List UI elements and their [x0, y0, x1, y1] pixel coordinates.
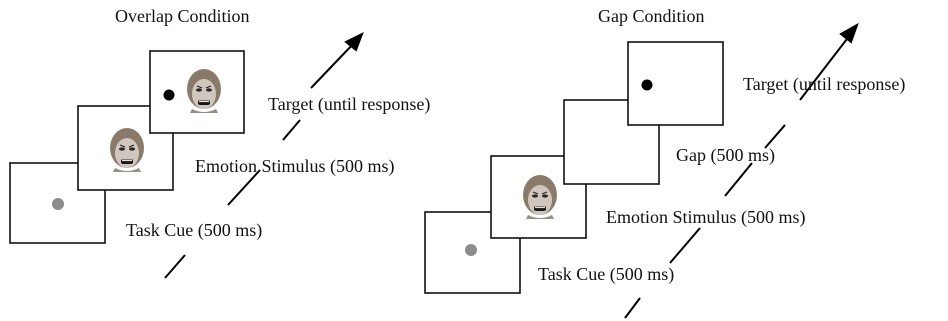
target-dot [163, 89, 175, 101]
overlap-label-task-cue: Task Cue (500 ms) [126, 220, 262, 241]
overlap-label-target: Target (until response) [268, 94, 430, 115]
gap-label-target: Target (until response) [743, 74, 905, 95]
task-cue-dot [52, 198, 64, 210]
gap-label-gap: Gap (500 ms) [676, 145, 775, 166]
overlap-title: Overlap Condition [115, 6, 249, 26]
gap-label-emotion: Emotion Stimulus (500 ms) [606, 207, 806, 228]
task-cue-dot [465, 244, 477, 256]
overlap-label-emotion: Emotion Stimulus (500 ms) [195, 156, 395, 177]
gap-label-task-cue: Task Cue (500 ms) [538, 264, 674, 285]
target-dot [641, 79, 653, 91]
overlap-condition: Overlap Condition Target (until response… [9, 6, 430, 279]
gap-title: Gap Condition [598, 6, 705, 26]
time-arrow-icon [624, 22, 859, 319]
time-arrow-icon [164, 31, 364, 279]
gap-condition: Gap Condition Target (until response) Ga… [424, 6, 905, 319]
